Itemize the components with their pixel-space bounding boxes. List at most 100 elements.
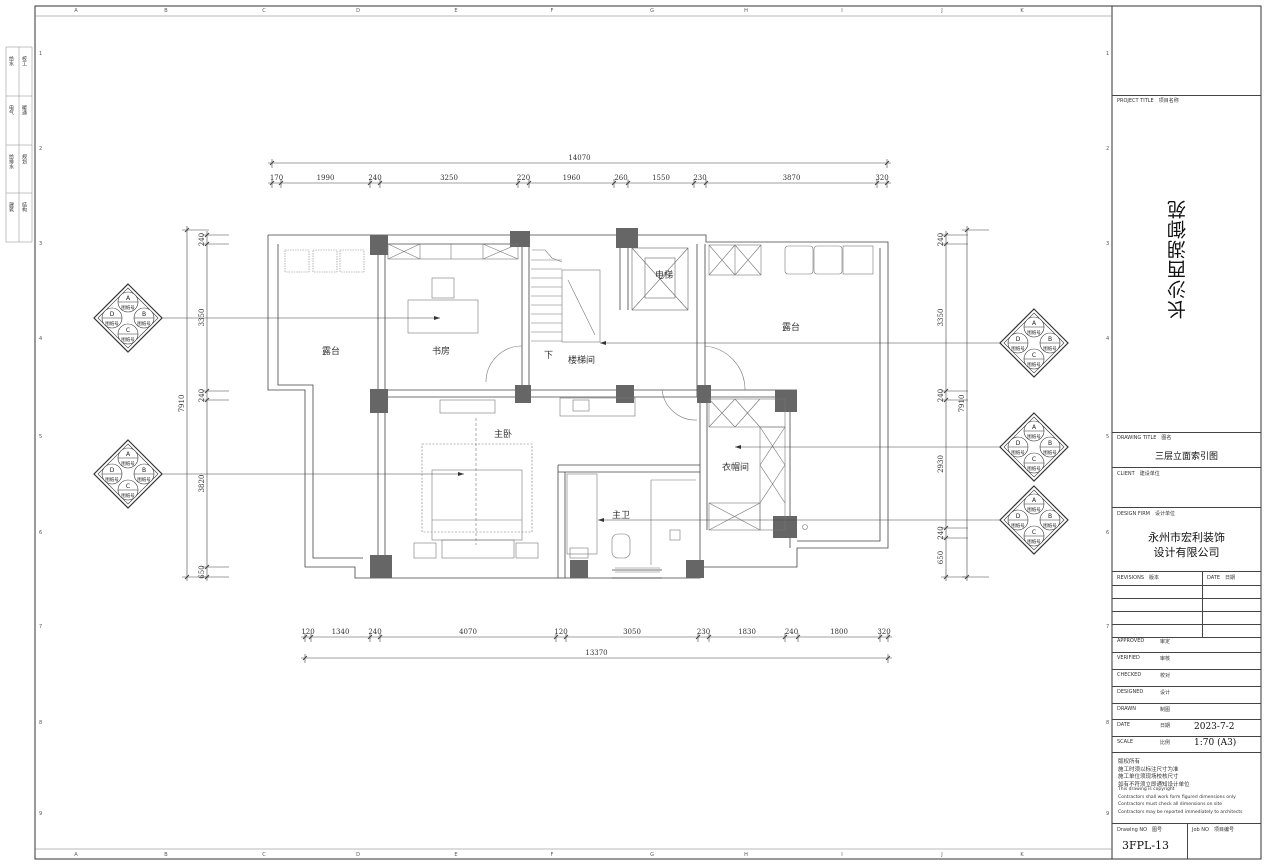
approved-cn: 审定 bbox=[1160, 639, 1171, 645]
grid-letter: B bbox=[164, 8, 168, 14]
note-line: 如有不符须立即通知设计单位 bbox=[1118, 781, 1190, 788]
svg-text:C: C bbox=[126, 483, 130, 490]
dimension-label: 240 bbox=[368, 174, 381, 182]
svg-text:图纸号: 图纸号 bbox=[1027, 538, 1041, 545]
signoff-label: 建筑 bbox=[8, 202, 14, 212]
dimension-label: 1340 bbox=[332, 628, 350, 636]
grid-letter: F bbox=[551, 8, 554, 14]
dimension-label: 3050 bbox=[623, 628, 641, 636]
date-label: DATE bbox=[1117, 722, 1131, 728]
dimension-label: 220 bbox=[517, 174, 530, 182]
svg-text:图纸号: 图纸号 bbox=[121, 492, 135, 499]
designed-label: DESIGNED bbox=[1117, 689, 1144, 695]
svg-text:D: D bbox=[110, 467, 115, 474]
note-line: Contractors shall work form figured dime… bbox=[1118, 794, 1236, 800]
svg-text:图纸号: 图纸号 bbox=[1027, 433, 1041, 440]
svg-text:C: C bbox=[1032, 352, 1036, 359]
dimension-label: 240 bbox=[368, 628, 381, 636]
dimension-label: 3250 bbox=[440, 174, 458, 182]
grid-letter: A bbox=[74, 852, 78, 858]
dimension-label: 230 bbox=[693, 174, 706, 182]
dimension-label: 230 bbox=[697, 628, 710, 636]
svg-text:图纸号: 图纸号 bbox=[1043, 522, 1057, 529]
project-title-label: PROJECT TITLE 项目名称 bbox=[1117, 98, 1179, 104]
svg-text:图纸号: 图纸号 bbox=[121, 336, 135, 343]
verified-label: VERIFIED bbox=[1117, 655, 1140, 661]
svg-text:D: D bbox=[110, 311, 115, 318]
grid-letter: C bbox=[262, 8, 266, 14]
svg-text:图纸号: 图纸号 bbox=[1027, 329, 1041, 336]
signoff-label: 校工 bbox=[21, 56, 27, 66]
svg-text:图纸号: 图纸号 bbox=[1043, 345, 1057, 352]
scale-value: 1:70 (A3) bbox=[1194, 738, 1237, 748]
dimension-label: 3350 bbox=[937, 309, 945, 327]
grid-number: 1 bbox=[39, 51, 42, 57]
grid-letter: H bbox=[744, 852, 748, 858]
svg-text:A: A bbox=[1032, 320, 1037, 327]
dimension-label: 240 bbox=[937, 233, 945, 246]
grid-letter: K bbox=[1020, 852, 1024, 858]
svg-text:图纸号: 图纸号 bbox=[1011, 449, 1025, 456]
svg-text:图纸号: 图纸号 bbox=[137, 476, 151, 483]
signoff-label: 暖通 bbox=[21, 105, 27, 115]
svg-text:C: C bbox=[126, 327, 130, 334]
dimension-label: 240 bbox=[198, 233, 206, 246]
note-line: 施工单位须现场校核尺寸 bbox=[1118, 774, 1179, 780]
dimension-label: 650 bbox=[198, 565, 206, 578]
dimension-label: 3350 bbox=[198, 309, 206, 327]
svg-text:图纸号: 图纸号 bbox=[1027, 506, 1041, 513]
grid-number: 2 bbox=[39, 146, 42, 152]
dimension-label: 240 bbox=[937, 389, 945, 402]
note-line: Contractors must check all dimensions on… bbox=[1118, 802, 1223, 807]
dimension-label: 1550 bbox=[652, 174, 670, 182]
room-label-stair: 楼梯间 bbox=[568, 356, 596, 366]
signoff-label: 电气 bbox=[8, 105, 14, 115]
dimension-label: 240 bbox=[198, 389, 206, 402]
dimension-label: 7910 bbox=[178, 395, 186, 413]
grid-letter: G bbox=[650, 852, 654, 858]
room-label-bath: 主卫 bbox=[612, 511, 631, 521]
svg-text:图纸号: 图纸号 bbox=[1011, 345, 1025, 352]
dimension-label: 1960 bbox=[563, 174, 581, 182]
drawing-no-label: Drawing NO 图号 bbox=[1117, 827, 1163, 833]
scale-label: SCALE bbox=[1117, 739, 1134, 745]
checked-cn: 校对 bbox=[1160, 673, 1171, 679]
grid-letter: D bbox=[356, 852, 360, 858]
svg-text:图纸号: 图纸号 bbox=[105, 476, 119, 483]
grid-number: 4 bbox=[39, 336, 42, 342]
drawn-label: DRAWN bbox=[1117, 706, 1136, 712]
dimension-label: 3870 bbox=[783, 174, 801, 182]
grid-number: 5 bbox=[1106, 434, 1109, 440]
svg-text:C: C bbox=[1032, 529, 1036, 536]
grid-letter: A bbox=[74, 8, 78, 14]
note-line: This drawing is copyright bbox=[1118, 787, 1175, 792]
verified-cn: 审核 bbox=[1160, 656, 1171, 662]
svg-text:图纸号: 图纸号 bbox=[121, 460, 135, 467]
grid-number: 3 bbox=[1106, 241, 1109, 247]
svg-text:图纸号: 图纸号 bbox=[1027, 465, 1041, 472]
room-label-elevator: 电梯 bbox=[655, 271, 674, 281]
svg-text:图纸号: 图纸号 bbox=[1027, 361, 1041, 368]
svg-text:A: A bbox=[1032, 424, 1037, 431]
note-line: 版权所有 bbox=[1118, 759, 1141, 765]
grid-number: 7 bbox=[1106, 624, 1109, 630]
grid-number: 5 bbox=[39, 434, 42, 440]
dimension-label: 120 bbox=[301, 628, 314, 636]
dimension-label: 3820 bbox=[198, 475, 206, 493]
dimension-label: 120 bbox=[554, 628, 567, 636]
grid-letter: E bbox=[454, 8, 457, 14]
svg-text:B: B bbox=[142, 311, 146, 318]
svg-text:A: A bbox=[126, 295, 131, 302]
grid-number: 9 bbox=[1106, 811, 1109, 817]
grid-letter: I bbox=[841, 8, 842, 14]
date-cn: 日期 bbox=[1160, 723, 1171, 729]
grid-letter: I bbox=[841, 852, 842, 858]
grid-letter: C bbox=[262, 852, 266, 858]
revision-date-label: DATE 日期 bbox=[1207, 575, 1236, 581]
grid-letter: G bbox=[650, 8, 654, 14]
